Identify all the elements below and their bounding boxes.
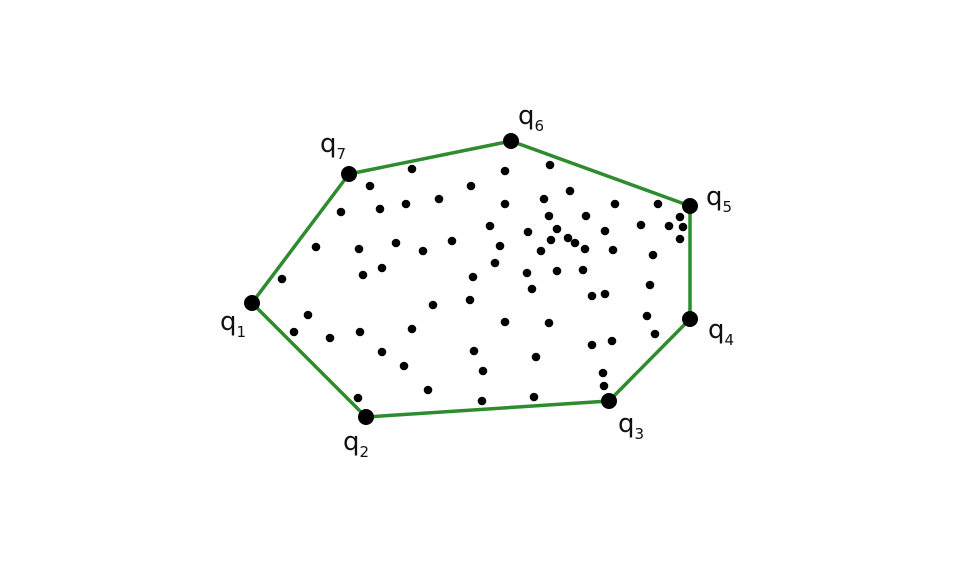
- interior-point: [375, 204, 385, 214]
- interior-point: [546, 235, 556, 245]
- vertex-label-q4: q4: [708, 315, 734, 349]
- interior-point: [664, 221, 674, 231]
- interior-point: [468, 272, 478, 282]
- interior-point: [490, 258, 500, 268]
- interior-point: [678, 222, 688, 232]
- interior-point: [531, 352, 541, 362]
- vertex-label-q3: q3: [618, 409, 644, 443]
- interior-point: [527, 284, 537, 294]
- interior-point: [336, 207, 346, 217]
- interior-point: [477, 396, 487, 406]
- interior-point: [544, 211, 554, 221]
- hull-vertex-q6: [503, 133, 519, 149]
- interior-point: [545, 160, 555, 170]
- interior-point: [478, 366, 488, 376]
- interior-point: [580, 244, 590, 254]
- interior-point: [587, 291, 597, 301]
- hull-vertex-q7: [341, 166, 357, 182]
- interior-point: [607, 336, 617, 346]
- interior-point: [407, 324, 417, 334]
- interior-point: [428, 300, 438, 310]
- interior-point: [653, 199, 663, 209]
- interior-point: [485, 221, 495, 231]
- interior-point: [377, 347, 387, 357]
- interior-points-group: [277, 160, 688, 406]
- hull-vertex-q4: [682, 311, 698, 327]
- interior-point: [529, 392, 539, 402]
- interior-point: [600, 226, 610, 236]
- interior-point: [358, 270, 368, 280]
- interior-point: [447, 236, 457, 246]
- interior-point: [552, 266, 562, 276]
- interior-point: [598, 368, 608, 378]
- interior-point: [407, 164, 417, 174]
- hull-vertex-q2: [358, 409, 374, 425]
- interior-point: [500, 166, 510, 176]
- interior-point: [563, 233, 573, 243]
- interior-point: [552, 224, 562, 234]
- interior-point: [311, 242, 321, 252]
- interior-point: [599, 381, 609, 391]
- interior-point: [465, 295, 475, 305]
- interior-point: [578, 265, 588, 275]
- interior-point: [277, 274, 287, 284]
- interior-point: [469, 346, 479, 356]
- interior-point: [610, 199, 620, 209]
- interior-point: [648, 250, 658, 260]
- interior-point: [522, 268, 532, 278]
- interior-point: [354, 244, 364, 254]
- interior-point: [645, 280, 655, 290]
- interior-point: [434, 194, 444, 204]
- interior-point: [401, 199, 411, 209]
- hull-vertex-q5: [682, 198, 698, 214]
- hull-labels-group: q1 q2 q3 q4 q5 q6 q7: [220, 101, 734, 461]
- hull-vertices-group: [244, 133, 698, 425]
- interior-point: [325, 333, 335, 343]
- interior-point: [581, 211, 591, 221]
- interior-point: [675, 234, 685, 244]
- interior-point: [608, 245, 618, 255]
- interior-point: [399, 361, 409, 371]
- interior-point: [536, 246, 546, 256]
- interior-point: [289, 327, 299, 337]
- hull-vertex-q3: [601, 393, 617, 409]
- interior-point: [539, 194, 549, 204]
- interior-point: [391, 238, 401, 248]
- interior-point: [303, 310, 313, 320]
- interior-point: [587, 340, 597, 350]
- interior-point: [544, 318, 554, 328]
- interior-point: [500, 199, 510, 209]
- interior-point: [650, 329, 660, 339]
- vertex-label-q1: q1: [220, 307, 246, 341]
- interior-point: [570, 238, 580, 248]
- vertex-label-q6: q6: [518, 101, 544, 135]
- interior-point: [565, 186, 575, 196]
- vertex-label-q7: q7: [320, 129, 346, 163]
- convex-hull-polygon: [250, 139, 692, 419]
- interior-point: [423, 385, 433, 395]
- hull-vertex-q1: [244, 295, 260, 311]
- vertex-label-q2: q2: [343, 427, 369, 461]
- vertex-label-q5: q5: [706, 182, 732, 216]
- interior-point: [495, 241, 505, 251]
- interior-point: [523, 227, 533, 237]
- interior-point: [353, 393, 363, 403]
- interior-point: [377, 263, 387, 273]
- interior-point: [642, 311, 652, 321]
- interior-point: [675, 212, 685, 222]
- interior-point: [636, 220, 646, 230]
- interior-point: [418, 246, 428, 256]
- interior-point: [355, 327, 365, 337]
- interior-point: [365, 181, 375, 191]
- interior-point: [600, 289, 610, 299]
- interior-point: [466, 181, 476, 191]
- interior-point: [500, 317, 510, 327]
